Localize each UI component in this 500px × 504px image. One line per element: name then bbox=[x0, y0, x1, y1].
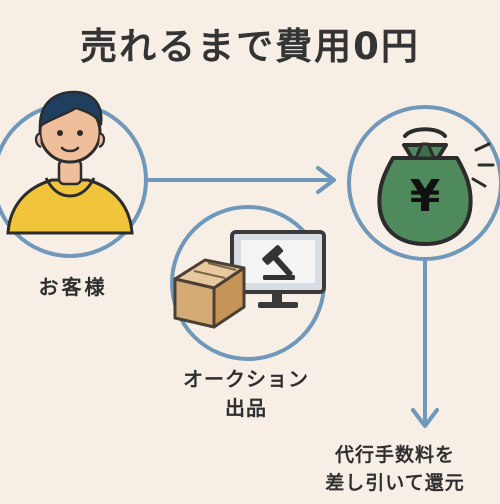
money-to-refund-arrow-head bbox=[411, 408, 439, 428]
auction-label-line-2: 出品 bbox=[225, 396, 267, 420]
auction-label: オークション 出品 bbox=[156, 365, 336, 423]
connector-group bbox=[144, 166, 439, 428]
money-bag-icon bbox=[377, 127, 495, 246]
auction-label-line-1: オークション bbox=[183, 367, 309, 391]
refund-label-line-1: 代行手数料を bbox=[334, 444, 455, 466]
yen-symbol: ¥ bbox=[410, 171, 441, 222]
page-title: 売れるまで費用0円 bbox=[80, 25, 420, 68]
auction-node bbox=[170, 205, 326, 361]
gavel-monitor-box-icon bbox=[173, 230, 326, 329]
customer-to-money-arrow-head bbox=[316, 166, 336, 194]
money-node: ¥ bbox=[347, 105, 500, 261]
refund-label: 代行手数料を 差し引いて還元 bbox=[300, 441, 490, 497]
refund-label-line-2: 差し引いて還元 bbox=[325, 472, 465, 494]
customer-label: お客様 bbox=[38, 275, 108, 299]
customer-node bbox=[0, 90, 148, 258]
person-icon bbox=[6, 90, 134, 235]
